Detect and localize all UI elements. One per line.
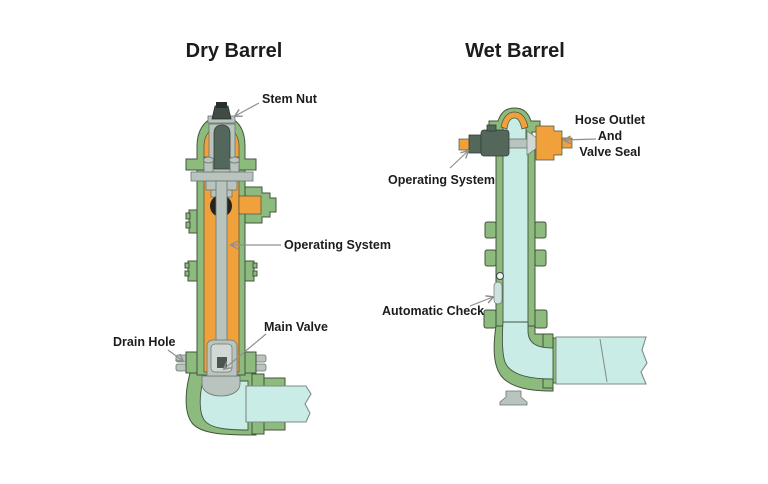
hose-outlet-label-line3: Valve Seal bbox=[579, 145, 640, 159]
operating-stem-rod bbox=[215, 180, 228, 350]
drain-hole-label: Drain Hole bbox=[113, 335, 176, 349]
hose-outlet-label-line2: And bbox=[598, 129, 622, 143]
stem-nut-arrow bbox=[235, 102, 260, 116]
dry-mid-lugs bbox=[184, 209, 258, 282]
dry-operating-system-label: Operating System bbox=[284, 238, 391, 252]
main-valve-arrow bbox=[224, 333, 267, 369]
wet-barrel-water bbox=[502, 145, 529, 331]
wet-support-foot bbox=[499, 390, 528, 406]
wet-operating-system-arrow bbox=[449, 151, 468, 169]
automatic-check-label: Automatic Check bbox=[382, 304, 484, 318]
check-valve-port bbox=[496, 272, 504, 280]
stem-nut-label: Stem Nut bbox=[262, 92, 318, 106]
main-valve-assembly bbox=[206, 339, 238, 377]
wet-elbow-water bbox=[501, 321, 554, 380]
wet-barrel-title: Wet Barrel bbox=[465, 40, 565, 62]
bonnet-bolts bbox=[203, 156, 240, 173]
automatic-check-arrow bbox=[469, 297, 493, 307]
dry-barrel-title: Dry Barrel bbox=[186, 40, 283, 62]
wet-operating-system-label: Operating System bbox=[388, 173, 495, 187]
main-valve-disc bbox=[201, 375, 241, 397]
hose-outlet-arrow bbox=[564, 139, 597, 140]
pipe-break-line bbox=[599, 338, 608, 383]
wet-hydrant-drawing bbox=[458, 107, 648, 406]
dry-pipe-water bbox=[245, 385, 312, 423]
wet-flange-lugs bbox=[483, 221, 548, 329]
bonnet-flange-bar bbox=[190, 171, 254, 182]
drain-flange-ear-left bbox=[185, 351, 198, 374]
drain-hole-arrow bbox=[167, 349, 183, 361]
wet-pipe-water bbox=[555, 336, 648, 385]
stem-top bbox=[213, 124, 231, 170]
hose-outlet-label-line1: Hose Outlet bbox=[575, 113, 646, 127]
valve-seat-arc bbox=[500, 111, 529, 130]
drain-flange-ear-right bbox=[244, 351, 257, 374]
stem-nut-top bbox=[216, 102, 227, 108]
dry-side-outlet-interior bbox=[238, 195, 262, 215]
hose-outlet-shape bbox=[535, 125, 563, 161]
dry-hydrant-drawing bbox=[175, 102, 312, 436]
stem-nut-shape bbox=[211, 105, 232, 120]
check-valve-pocket bbox=[493, 281, 503, 305]
main-valve-label: Main Valve bbox=[264, 320, 328, 334]
